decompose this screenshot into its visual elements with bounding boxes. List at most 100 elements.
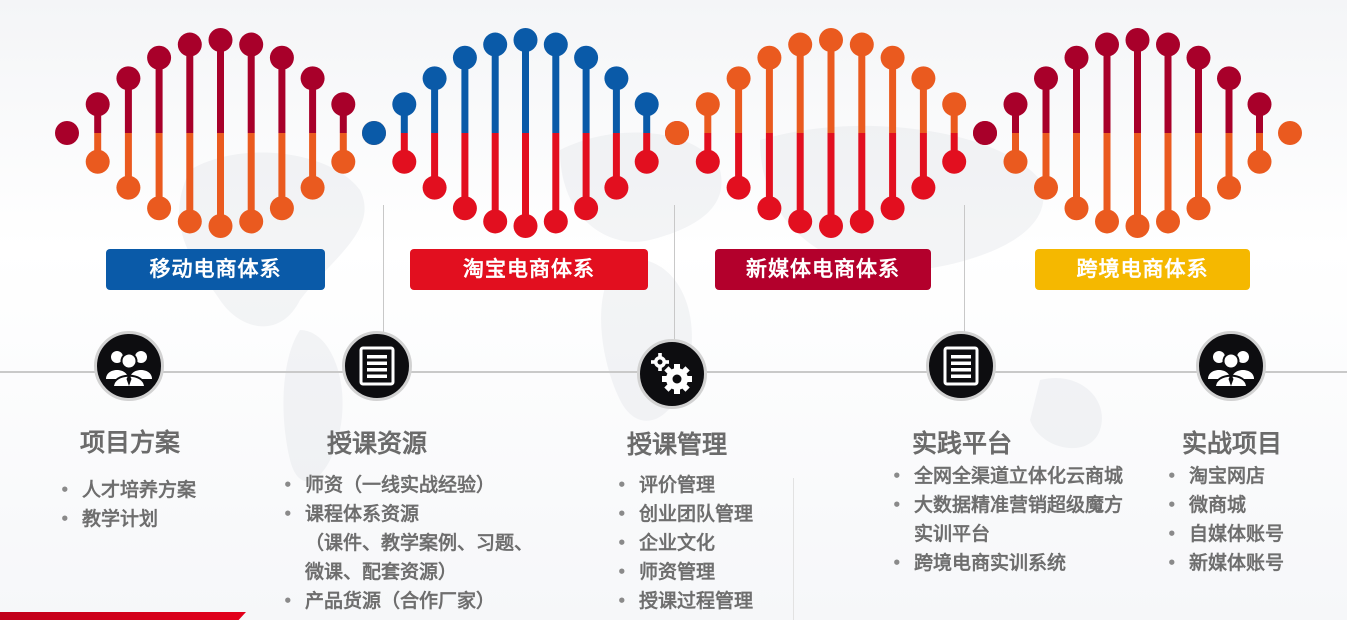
helix-node <box>788 209 813 234</box>
helix-node <box>55 121 79 145</box>
helix-node <box>1003 92 1028 117</box>
helix-node <box>1095 209 1119 234</box>
helix-node <box>1247 92 1272 117</box>
list-item: 教学计划 <box>60 505 196 534</box>
list-teaching-management: 评价管理 创业团队管理 企业文化 师资管理 授课过程管理 <box>617 471 753 616</box>
helix-node <box>665 121 689 145</box>
helix-node <box>392 149 417 174</box>
helix-node <box>1156 209 1180 234</box>
helix-node <box>1217 66 1241 91</box>
helix-node <box>208 214 233 238</box>
helix-node <box>726 66 751 91</box>
list-item: 微商城 <box>1167 491 1284 520</box>
helix-node <box>1125 28 1150 52</box>
helix-node <box>726 175 751 200</box>
list-item: 师资管理 <box>617 558 753 587</box>
helix-node <box>695 92 720 117</box>
helix-node <box>819 28 843 52</box>
helix-node <box>513 28 538 52</box>
helix-node <box>757 196 782 221</box>
helix-node <box>880 196 905 221</box>
helix-node <box>604 66 629 91</box>
helix-node <box>1034 175 1058 200</box>
helix-node <box>849 32 874 57</box>
list-item: 自媒体账号 <box>1167 520 1284 549</box>
helix-node <box>973 121 997 145</box>
list-item: 大数据精准营销超级魔方 <box>892 491 1123 520</box>
list-item: 全网全渠道立体化云商城 <box>892 462 1123 491</box>
team-icon <box>94 331 164 401</box>
helix-node <box>362 121 386 145</box>
helix-node <box>116 66 141 91</box>
helix-node <box>85 149 110 174</box>
tag-cross-border-ecommerce: 跨境电商体系 <box>1035 249 1250 290</box>
list-item: （课件、教学案例、习题、 <box>305 532 534 554</box>
list-item: 产品货源（合作厂家） <box>283 587 533 616</box>
tag-taobao-ecommerce: 淘宝电商体系 <box>410 249 648 290</box>
list-item: 淘宝网店 <box>1167 462 1284 491</box>
helix-node <box>1125 214 1150 238</box>
tag-mobile-ecommerce: 移动电商体系 <box>106 249 325 290</box>
document-list-icon <box>342 331 412 401</box>
helix-node <box>422 175 447 200</box>
helix-node <box>942 92 967 117</box>
helix-node <box>788 32 813 57</box>
helix-node <box>177 209 202 234</box>
helix-node <box>911 175 936 200</box>
helix-node <box>239 32 264 57</box>
column-title-teaching-resources: 授课资源 <box>327 429 428 458</box>
helix-node <box>757 45 782 70</box>
list-item: 实训平台 <box>914 523 991 545</box>
helix-node <box>300 66 325 91</box>
helix-node <box>695 149 720 174</box>
helix-node <box>1278 121 1302 145</box>
helix-node <box>574 45 599 70</box>
dna-helix-graphic <box>55 28 1302 238</box>
helix-node <box>634 149 659 174</box>
helix-node <box>819 214 843 238</box>
helix-node <box>1034 66 1058 91</box>
helix-node <box>1095 32 1119 57</box>
helix-node <box>942 149 967 174</box>
helix-node <box>574 196 599 221</box>
helix-node <box>1064 45 1089 70</box>
helix-node <box>543 209 568 234</box>
list-project-plan: 人才培养方案 教学计划 <box>60 476 196 534</box>
helix-node <box>85 92 110 117</box>
column-title-practice-platform: 实践平台 <box>912 429 1013 458</box>
tag-new-media-ecommerce: 新媒体电商体系 <box>715 249 931 290</box>
helix-node <box>513 214 538 238</box>
helix-node <box>116 175 141 200</box>
helix-node <box>849 209 874 234</box>
helix-node <box>422 66 447 91</box>
helix-node <box>880 45 905 70</box>
helix-node <box>1186 45 1211 70</box>
list-item: 微课、配套资源） <box>305 561 458 583</box>
column-title-practical-projects: 实战项目 <box>1182 429 1283 458</box>
helix-node <box>147 45 172 70</box>
helix-node <box>300 175 325 200</box>
helix-node <box>208 28 233 52</box>
helix-node <box>1217 175 1241 200</box>
list-item: 授课过程管理 <box>617 587 753 616</box>
list-practical-projects: 淘宝网店 微商城 自媒体账号 新媒体账号 <box>1167 462 1284 578</box>
divider-line <box>383 205 384 370</box>
helix-node <box>269 196 294 221</box>
helix-node <box>1186 196 1211 221</box>
list-teaching-resources: 师资（一线实战经验） 课程体系资源 （课件、教学案例、习题、 微课、配套资源） … <box>283 471 533 616</box>
helix-node <box>452 196 477 221</box>
accent-bar <box>0 612 246 620</box>
column-title-teaching-management: 授课管理 <box>627 430 728 459</box>
divider-line <box>964 205 965 370</box>
team-icon <box>1196 331 1266 401</box>
helix-node <box>392 92 417 117</box>
list-item: 人才培养方案 <box>60 476 196 505</box>
document-list-icon <box>926 331 996 401</box>
helix-node <box>483 209 508 234</box>
helix-node <box>604 175 629 200</box>
helix-node <box>634 92 659 117</box>
list-practice-platform: 全网全渠道立体化云商城 大数据精准营销超级魔方 实训平台 跨境电商实训系统 <box>892 462 1123 578</box>
helix-node <box>177 32 202 57</box>
helix-node <box>1064 196 1089 221</box>
divider-line <box>793 478 794 620</box>
